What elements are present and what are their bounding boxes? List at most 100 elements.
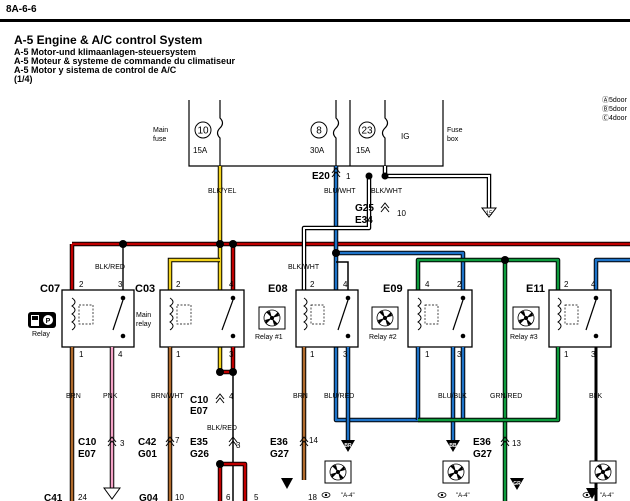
relay-e09-label: Relay #2 bbox=[369, 334, 397, 341]
connector-c10-low-symbol bbox=[107, 436, 117, 447]
fuse-23-rating: 15A bbox=[356, 146, 371, 155]
wire-red-low bbox=[220, 462, 247, 501]
connector-c41: C41 bbox=[44, 493, 63, 501]
relay-c03-code: C03 bbox=[135, 283, 155, 295]
view-eye-icon-3 bbox=[582, 492, 592, 498]
wire-label-brn-c07: BRN bbox=[66, 393, 81, 400]
legend-item-b: Ⓑ5door bbox=[602, 106, 627, 113]
connector-e36-left-symbol bbox=[299, 436, 309, 447]
wire-blk-wht-ref15 bbox=[384, 166, 490, 210]
connector-e36-right-pin: 13 bbox=[512, 439, 521, 448]
relay-c07-pin-br: 4 bbox=[118, 350, 123, 359]
wire-blk-yel-c03 bbox=[168, 258, 220, 290]
relay-c07-label: Relay bbox=[32, 331, 50, 338]
relay-e08-label: Relay #1 bbox=[255, 334, 283, 341]
relay-c03 bbox=[159, 289, 245, 348]
relay-c03-pin-br: 3 bbox=[229, 350, 234, 359]
connector-pin-5: 5 bbox=[254, 493, 259, 501]
ref-15-label: 15 bbox=[486, 211, 493, 217]
connector-g27-right: G27 bbox=[473, 449, 492, 460]
relay-e08-fan-icon bbox=[258, 306, 286, 330]
relay-e11 bbox=[548, 289, 612, 348]
wire-label-grn-red: GRN/RED bbox=[490, 393, 522, 400]
wire-blk-wht-e08 bbox=[303, 176, 370, 290]
connector-g27-left: G27 bbox=[270, 449, 289, 460]
relay-e08-code: E08 bbox=[268, 283, 288, 295]
fan-motor-icon-2 bbox=[442, 460, 470, 484]
page-number: 8A-6-6 bbox=[6, 4, 37, 15]
connector-c10-mid-symbol bbox=[215, 393, 225, 404]
relay-c07-pin-tr: 3 bbox=[118, 280, 123, 289]
relay-e08-pin-br: 3 bbox=[343, 350, 348, 359]
relay-e09-pin-br: 3 bbox=[457, 350, 462, 359]
relay-e11-label: Relay #3 bbox=[510, 334, 538, 341]
connector-c10-low-pin: 3 bbox=[120, 439, 125, 448]
fuse-10-rating: 15A bbox=[193, 146, 208, 155]
connector-c10-mid: C10 bbox=[190, 395, 209, 406]
ref-bb-label: BB bbox=[449, 443, 457, 449]
relay-c07 bbox=[61, 289, 135, 348]
ref-right-arrow-icon bbox=[586, 488, 598, 499]
wire-label-blk-e11: BLK bbox=[589, 393, 603, 400]
wire-label-pnk: PNK bbox=[103, 393, 118, 400]
connector-pin-6: 6 bbox=[226, 493, 231, 501]
ref-a4-2: "A-4" bbox=[456, 493, 470, 499]
fuse-8-rating: 30A bbox=[310, 146, 325, 155]
wire-label-brn-e08: BRN bbox=[293, 393, 308, 400]
relay-e08-pin-tl: 2 bbox=[310, 280, 315, 289]
relay-e11-pin-br: 3 bbox=[591, 350, 596, 359]
connector-g04-pin: 10 bbox=[175, 493, 184, 501]
connector-e36-left: E36 bbox=[270, 437, 288, 448]
relay-e09-pin-tr: 2 bbox=[457, 280, 462, 289]
connector-e36-right: E36 bbox=[473, 437, 491, 448]
connector-e07-low: E07 bbox=[78, 449, 96, 460]
wire-label-brn-wht: BRN/WHT bbox=[151, 393, 184, 400]
fuse-8-number: 8 bbox=[316, 126, 322, 137]
wire-red-bus bbox=[70, 242, 630, 290]
wire-grn-red-e11 bbox=[505, 258, 560, 290]
fan-motor-icon-1 bbox=[324, 460, 352, 484]
connector-c41-pin: 24 bbox=[78, 493, 87, 501]
ref-pnk-arrow-icon bbox=[103, 487, 121, 500]
relay-e11-fan-icon bbox=[512, 306, 540, 330]
relay-c03-pin-tr: 4 bbox=[229, 280, 234, 289]
connector-g01: G01 bbox=[138, 449, 157, 460]
wire-label-blk-wht-top: BLK/WHT bbox=[371, 188, 403, 195]
wire-label-blk-wht-e08: BLK/WHT bbox=[288, 264, 320, 271]
relay-e09-pin-bl: 1 bbox=[425, 350, 430, 359]
relay-e09 bbox=[407, 289, 473, 348]
fuse-10-number: 10 bbox=[197, 126, 209, 137]
relay-c07-pin-bl: 1 bbox=[79, 350, 84, 359]
relay-c07-code: C07 bbox=[40, 283, 60, 295]
relay-e08-pin-bl: 1 bbox=[310, 350, 315, 359]
connector-c42: C42 bbox=[138, 437, 157, 448]
fuse-8 bbox=[310, 100, 340, 166]
wire-label-blu-red: BLU/RED bbox=[324, 393, 354, 400]
connector-e07-mid: E07 bbox=[190, 406, 208, 417]
legend-item-c: Ⓒ4door bbox=[602, 115, 627, 122]
relay-e09-pin-tl: 4 bbox=[425, 280, 430, 289]
relay-e08 bbox=[295, 289, 359, 348]
fuse-23 bbox=[358, 100, 389, 166]
view-eye-icon-2 bbox=[437, 492, 447, 498]
subtitle-german: A-5 Motor-und klimaanlagen-steuersystem bbox=[14, 47, 197, 57]
connector-e35: E35 bbox=[190, 437, 208, 448]
connector-g04: G04 bbox=[139, 493, 158, 501]
ref-gr-arrow-icon bbox=[510, 478, 524, 490]
wire-grn-red bbox=[416, 258, 507, 501]
relay-c03-pin-tl: 2 bbox=[176, 280, 181, 289]
fuse-23-number: 23 bbox=[361, 126, 373, 137]
wire-label-blu-wht: BLU/WHT bbox=[324, 188, 356, 195]
connector-pin-18: 18 bbox=[308, 493, 317, 501]
ref-br-arrow-icon bbox=[341, 440, 355, 452]
fuse-box-outline bbox=[188, 100, 444, 167]
relay-e11-pin-tr: 4 bbox=[591, 280, 596, 289]
connector-c42-pin: 7 bbox=[175, 436, 180, 445]
connector-e20-symbol bbox=[331, 167, 341, 178]
connector-e36-left-pin: 14 bbox=[309, 436, 318, 445]
fan-motor-icon-3 bbox=[589, 460, 617, 484]
connector-e36-right-symbol bbox=[500, 436, 510, 447]
diagram-title: A-5 Engine & A/C control System bbox=[14, 33, 203, 47]
